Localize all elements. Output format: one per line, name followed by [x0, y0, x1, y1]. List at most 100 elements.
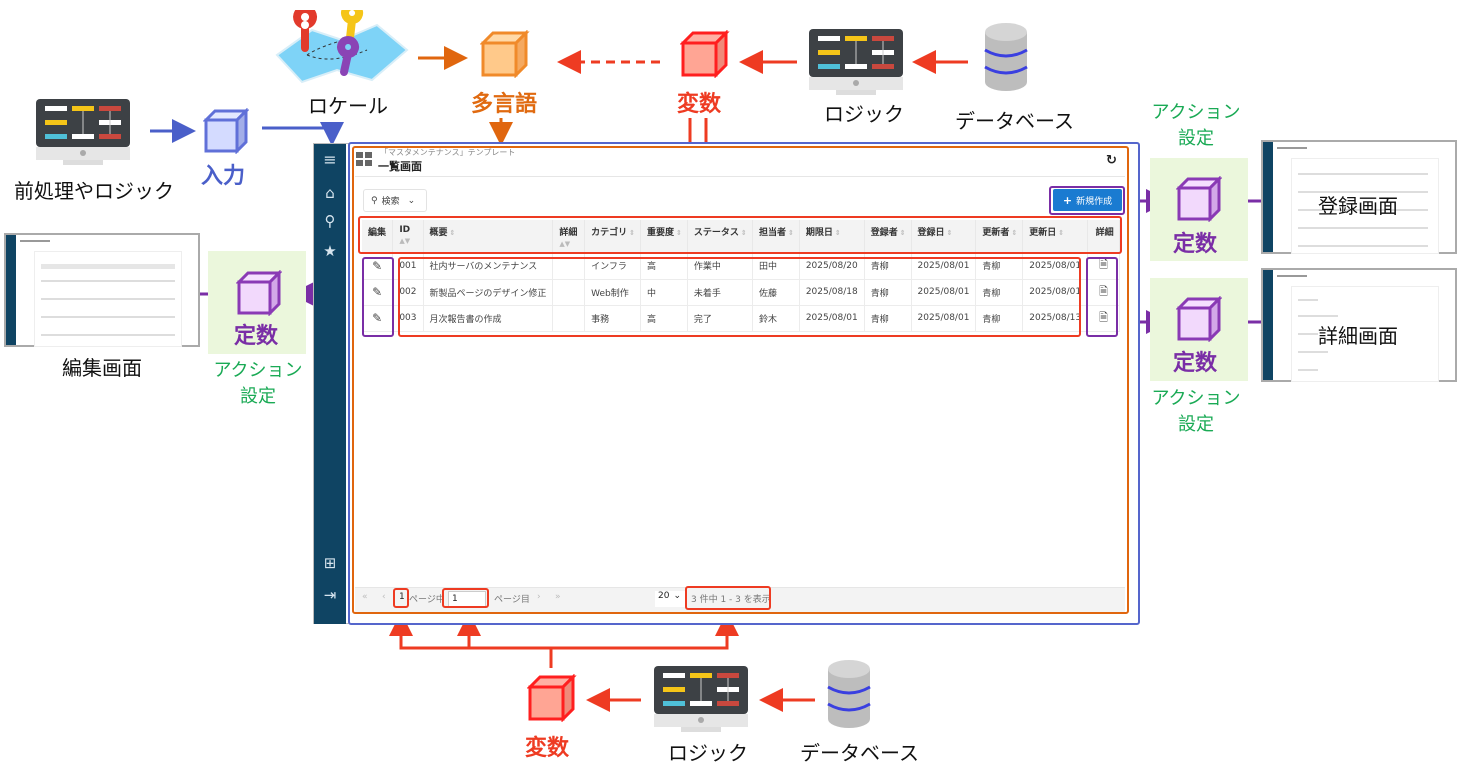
logic-bottom-label: ロジック — [668, 741, 748, 765]
table-cell: 新製品ページのデザイン修正 — [423, 279, 554, 306]
table-cell: 完了 — [687, 305, 753, 332]
star-icon[interactable]: ★ — [323, 242, 337, 260]
logic-monitor-icon — [809, 29, 903, 95]
table-cell: 青柳 — [864, 279, 912, 306]
col-status[interactable]: ステータス⇕ — [687, 220, 753, 253]
table-cell: 2025/08/01 — [911, 305, 977, 332]
total-pages-variable-box — [393, 588, 409, 608]
search-toggle-button[interactable]: ⚲ 検索 ⌄ — [363, 189, 427, 212]
preprocess-logic-label: 前処理やロジック — [14, 179, 174, 203]
input-scope-box — [348, 142, 1140, 625]
plus-icon: + — [1062, 193, 1073, 207]
action-setting-right-top: アクション設定 — [1151, 102, 1241, 149]
total-pages: 1 — [399, 592, 405, 602]
constant-cube-icon — [1176, 296, 1222, 342]
constant-right-top-label: 定数 — [1173, 232, 1218, 257]
col-detail-action: 詳細 — [1087, 220, 1120, 253]
detail-screen-label: 詳細画面 — [1318, 324, 1398, 348]
col-priority[interactable]: 重要度⇕ — [640, 220, 688, 253]
table-cell: 佐藤 — [752, 279, 800, 306]
detail-document-icon[interactable]: 🗎 — [1087, 279, 1120, 306]
variable-bottom-label: 変数 — [525, 736, 570, 761]
table-cell: 鈴木 — [752, 305, 800, 332]
col-id[interactable]: ID▲▼ — [392, 220, 424, 253]
edit-screen-thumbnail — [4, 233, 200, 347]
table-cell: 中 — [640, 279, 688, 306]
input-label: 入力 — [201, 164, 246, 189]
record-summary: 3 件中 1 - 3 を表示 — [691, 595, 771, 605]
variable-cube-icon — [527, 674, 577, 722]
table-cell: 月次報告書の作成 — [423, 305, 554, 332]
table-cell: 事務 — [584, 305, 641, 332]
col-updater[interactable]: 更新者⇕ — [975, 220, 1024, 253]
database-icon — [984, 23, 1028, 91]
refresh-icon[interactable]: ↻ — [1106, 153, 1117, 168]
col-registrant[interactable]: 登録者⇕ — [864, 220, 912, 253]
chevron-down-icon: ⌄ — [407, 195, 416, 206]
new-create-button[interactable]: + 新規作成 — [1053, 189, 1122, 211]
constant-cube-icon — [1176, 176, 1222, 222]
rows-variable-box — [398, 257, 1081, 337]
action-setting-right-bottom: アクション設定 — [1151, 388, 1241, 435]
col-updated-date[interactable]: 更新日⇕ — [1022, 220, 1089, 253]
col-category[interactable]: カテゴリ⇕ — [584, 220, 641, 253]
arrow-bottom-bus — [399, 640, 729, 650]
constant-left-label: 定数 — [234, 324, 279, 349]
col-assignee[interactable]: 担当者⇕ — [752, 220, 800, 253]
table-header-row: 編集 ID▲▼ 概要⇕ 詳細▲▼ カテゴリ⇕ 重要度⇕ ステータス⇕ 担当者⇕ … — [362, 220, 1120, 253]
col-summary[interactable]: 概要⇕ — [423, 220, 554, 253]
table-cell: 青柳 — [975, 279, 1024, 306]
col-due-date[interactable]: 期限日⇕ — [799, 220, 865, 253]
page-size-select[interactable]: 20⌄ — [655, 591, 687, 607]
register-screen-label: 登録画面 — [1318, 194, 1398, 218]
first-page-button[interactable]: « — [362, 592, 368, 602]
table-cell: 2025/08/13 — [1022, 305, 1089, 332]
logout-icon[interactable]: ⇥ — [323, 586, 337, 604]
sitemap-icon[interactable]: ⊞ — [323, 554, 337, 572]
map-icon — [275, 10, 409, 84]
constant-cube-icon — [236, 270, 282, 316]
page-title: 一覧画面 — [378, 160, 422, 173]
variable-top-label: 変数 — [677, 92, 722, 117]
header-variable-box — [358, 216, 1122, 254]
register-screen-thumbnail — [1261, 140, 1457, 254]
last-page-button[interactable]: » — [555, 592, 561, 602]
variable-cube-icon — [680, 30, 730, 78]
col-detail-text[interactable]: 詳細▲▼ — [552, 220, 586, 253]
pages-of-label: ページ中 — [409, 595, 445, 605]
input-cube-icon — [203, 108, 249, 154]
grid-icon — [356, 152, 373, 167]
constant-right-bottom-label: 定数 — [1173, 351, 1218, 376]
edit-screen-label: 編集画面 — [62, 356, 142, 380]
menu-icon[interactable]: ≡ — [323, 150, 337, 169]
multilang-label: 多言語 — [471, 92, 538, 117]
next-page-button[interactable]: › — [537, 592, 541, 602]
search-button-label: 検索 — [381, 197, 400, 207]
home-icon[interactable]: ⌂ — [325, 184, 335, 202]
detail-screen-thumbnail — [1261, 268, 1457, 382]
current-page-variable-box — [442, 588, 489, 608]
database-icon — [827, 660, 871, 728]
table-cell: 003 — [392, 305, 424, 332]
database-top-label: データベース — [955, 109, 1074, 133]
arrow-input-to-app — [262, 122, 344, 146]
multilang-scope-box — [352, 146, 1129, 614]
sidebar: ≡ ⌂ ⚲ ★ ⊞ ⇥ — [314, 144, 346, 624]
prev-page-button[interactable]: ‹ — [382, 592, 386, 602]
header-divider — [355, 176, 1125, 177]
col-registered-date[interactable]: 登録日⇕ — [911, 220, 977, 253]
col-edit: 編集 — [362, 220, 394, 253]
logic-top-label: ロジック — [824, 102, 904, 126]
list-table: 編集 ID▲▼ 概要⇕ 詳細▲▼ カテゴリ⇕ 重要度⇕ ステータス⇕ 担当者⇕ … — [362, 220, 1120, 332]
detail-document-icon[interactable]: 🗎 — [1087, 305, 1120, 332]
table-cell: Web制作 — [584, 279, 641, 306]
table-cell: 青柳 — [975, 305, 1024, 332]
edit-column-constant-box — [362, 257, 394, 337]
table-cell: 2025/08/01 — [799, 305, 865, 332]
search-icon[interactable]: ⚲ — [324, 212, 336, 230]
table-cell: 高 — [640, 305, 688, 332]
table-cell: 2025/08/18 — [799, 279, 865, 306]
table-cell: 2025/08/01 — [911, 279, 977, 306]
